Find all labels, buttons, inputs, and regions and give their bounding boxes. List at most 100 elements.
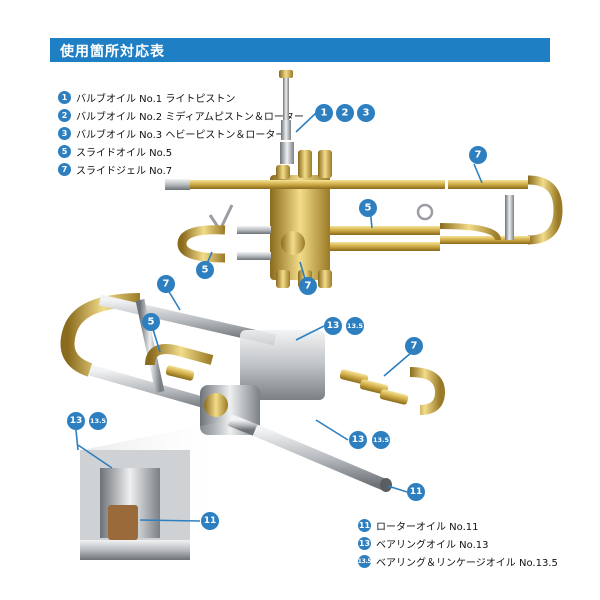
svg-text:2: 2 — [342, 108, 349, 119]
svg-text:11: 11 — [410, 487, 423, 497]
legend-label: ローターオイル No.11 — [376, 521, 479, 533]
legend-number: 13 — [358, 536, 371, 550]
leader-line — [295, 112, 317, 133]
svg-text:5: 5 — [365, 203, 372, 214]
svg-text:7: 7 — [411, 341, 418, 352]
first-slide-crook — [177, 225, 226, 263]
svg-text:13: 13 — [352, 435, 365, 445]
valve-cap-3 — [318, 150, 332, 178]
lower-tube — [330, 242, 440, 251]
svg-text:13: 13 — [70, 416, 83, 426]
leader-line — [167, 289, 181, 311]
inset-tube — [80, 540, 190, 560]
third-slide-ring — [416, 203, 434, 221]
callout-badge: 13.5 — [372, 431, 390, 449]
leader-line — [315, 419, 349, 441]
legend-label: スライドジェル No.7 — [76, 165, 173, 177]
right-crook — [409, 367, 446, 415]
valve-cap-2 — [298, 150, 312, 178]
trumpet-illustration — [165, 70, 563, 288]
third-slide-crook — [439, 223, 501, 241]
callout-badge: 7 — [469, 146, 487, 164]
svg-text:7: 7 — [163, 279, 170, 290]
callout-badge: 13.5 — [346, 317, 364, 335]
inset-rotor-cap — [108, 505, 138, 540]
leader-line — [139, 519, 201, 522]
legend-item: 13.5 ベアリング＆リンケージオイル No.13.5 — [358, 552, 558, 570]
svg-text:13.5: 13.5 — [90, 417, 107, 425]
svg-text:13.5: 13.5 — [347, 322, 364, 330]
callout-badge: 13 — [67, 412, 85, 430]
legend-label: バルブオイル No.1 ライトピストン — [76, 93, 236, 105]
callout-badge: 11 — [201, 512, 219, 530]
slide-piece — [359, 379, 389, 395]
valve-cap-1 — [276, 165, 290, 179]
svg-text:13: 13 — [327, 321, 340, 331]
svg-text:5: 5 — [202, 265, 209, 276]
valve-block — [270, 175, 330, 280]
piston-stem — [281, 120, 291, 140]
legend-label: バルブオイル No.2 ミディアムピストン＆ローター — [76, 111, 304, 123]
slide-piece — [379, 389, 409, 405]
brace — [505, 195, 514, 240]
legend-label: ベアリングオイル No.13 — [376, 539, 489, 551]
svg-text:3: 3 — [363, 108, 370, 119]
legend-item: 2 バルブオイル No.2 ミディアムピストン＆ローター — [58, 106, 304, 124]
legend-label: バルブオイル No.3 ヘビーピストン＆ローター — [76, 129, 286, 141]
callout-badge: 13.5 — [89, 412, 107, 430]
leader-line — [473, 163, 483, 184]
callouts: 1 2 3 7 5 5 7 7 5 13 13.5 7 13 13.5 11 1… — [67, 104, 487, 530]
trombone-illustration — [60, 293, 446, 560]
callout-badge: 2 — [336, 104, 354, 122]
callout-badge: 5 — [142, 313, 160, 331]
rotor-tube — [252, 424, 388, 491]
legend-item: 7 スライドジェル No.7 — [58, 160, 304, 178]
legend-item: 13 ベアリングオイル No.13 — [358, 534, 558, 552]
svg-text:13.5: 13.5 — [373, 436, 390, 444]
legend-item: 1 バルブオイル No.1 ライトピストン — [58, 88, 304, 106]
svg-text:5: 5 — [148, 317, 155, 328]
legend-number: 7 — [58, 162, 71, 176]
legend-number: 13.5 — [358, 554, 372, 568]
legend-top: 1 バルブオイル No.1 ライトピストン 2 バルブオイル No.2 ミディアムピ… — [58, 88, 304, 178]
tuning-slide-upper — [448, 180, 528, 189]
leader-line — [383, 351, 413, 377]
callout-badge: 7 — [157, 275, 175, 293]
first-slide-tube-upper — [237, 226, 271, 234]
legend-number: 5 — [58, 144, 71, 158]
svg-text:1: 1 — [321, 108, 328, 119]
legend-label: ベアリング＆リンケージオイル No.13.5 — [376, 557, 558, 569]
leader-line — [77, 444, 113, 469]
leader-line — [75, 429, 79, 451]
callout-badge: 7 — [405, 337, 423, 355]
tuning-slide-lower — [440, 236, 530, 244]
callout-badge: 7 — [299, 277, 317, 295]
rotor-tube-joint — [227, 414, 258, 436]
section-header: 使用箇所対応表 — [50, 38, 550, 62]
legend-number: 3 — [58, 126, 71, 140]
legend-number: 2 — [58, 108, 71, 122]
callout-badge: 3 — [357, 104, 375, 122]
tuning-slide — [165, 365, 195, 381]
tuning-crook — [145, 344, 214, 366]
svg-text:11: 11 — [204, 516, 217, 526]
tube-end — [380, 478, 392, 492]
page-title: 使用箇所対応表 — [60, 44, 165, 60]
leader-lines — [75, 112, 483, 522]
piston-rod — [283, 78, 289, 138]
legend-item: 3 バルブオイル No.3 ヘビーピストン＆ローター — [58, 124, 304, 142]
piston-cap — [279, 70, 293, 78]
rotor-cap — [204, 393, 228, 417]
valve-linkage — [240, 330, 325, 400]
callout-badge: 11 — [407, 483, 425, 501]
legend-number: 1 — [58, 90, 71, 104]
svg-text:7: 7 — [305, 281, 312, 292]
callout-badge: 5 — [196, 261, 214, 279]
callout-badge: 1 — [315, 104, 333, 122]
tuning-slide-crook — [527, 175, 563, 245]
mouthpiece-receiver — [165, 179, 190, 190]
callout-badge: 5 — [359, 199, 377, 217]
